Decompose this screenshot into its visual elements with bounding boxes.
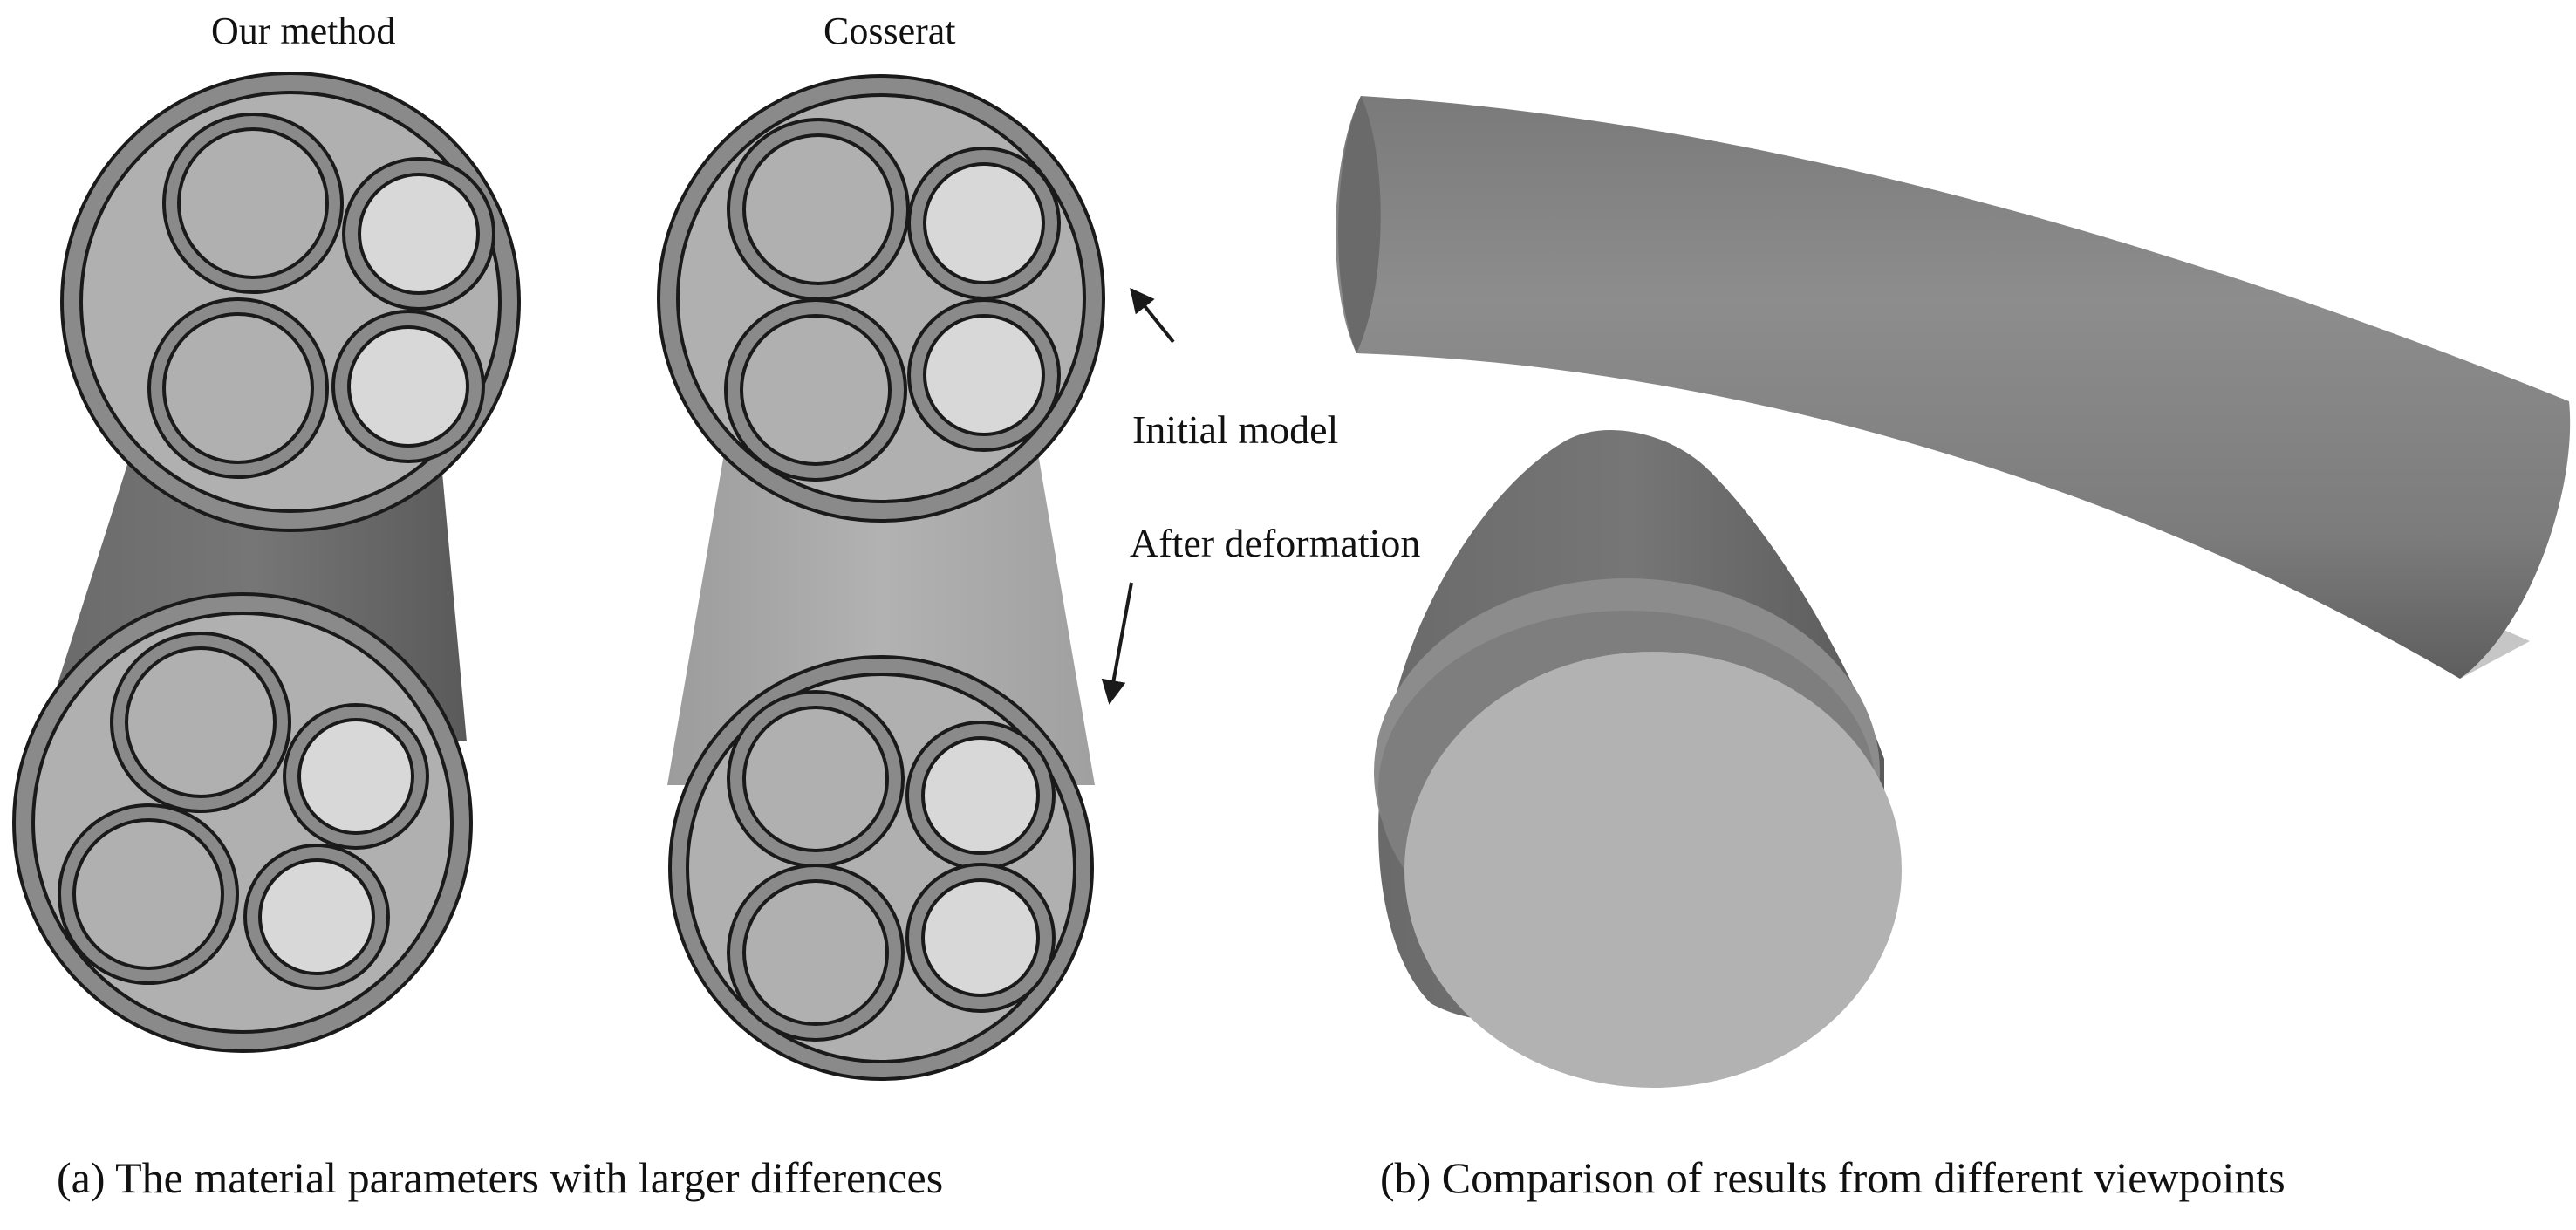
caption-b: (b) Comparison of results from different… xyxy=(1380,1153,2286,1202)
after-deformation-label: After deformation xyxy=(1130,521,1421,565)
caption-a: (a) The material parameters with larger … xyxy=(57,1153,944,1202)
cosserat-deformed-section xyxy=(668,655,1094,1081)
our-method-title: Our method xyxy=(211,10,396,52)
bent-rod-side-view xyxy=(1336,96,2571,679)
arrow-after-deformation xyxy=(1101,582,1133,705)
cosserat-title: Cosserat xyxy=(823,10,956,52)
our-method-model xyxy=(12,72,521,1053)
our-method-deformed-section xyxy=(12,592,473,1053)
rod-end-view xyxy=(1374,429,1902,1088)
cosserat-initial-section xyxy=(657,74,1105,523)
initial-model-label: Initial model xyxy=(1132,407,1339,452)
arrow-initial-model xyxy=(1130,287,1175,344)
rod-end-cap xyxy=(1404,652,1902,1088)
cosserat-model xyxy=(657,74,1105,1081)
bent-rod-end-cap xyxy=(1338,96,1381,353)
bent-rod-body xyxy=(1336,96,2571,679)
our-method-initial-section xyxy=(60,72,521,532)
